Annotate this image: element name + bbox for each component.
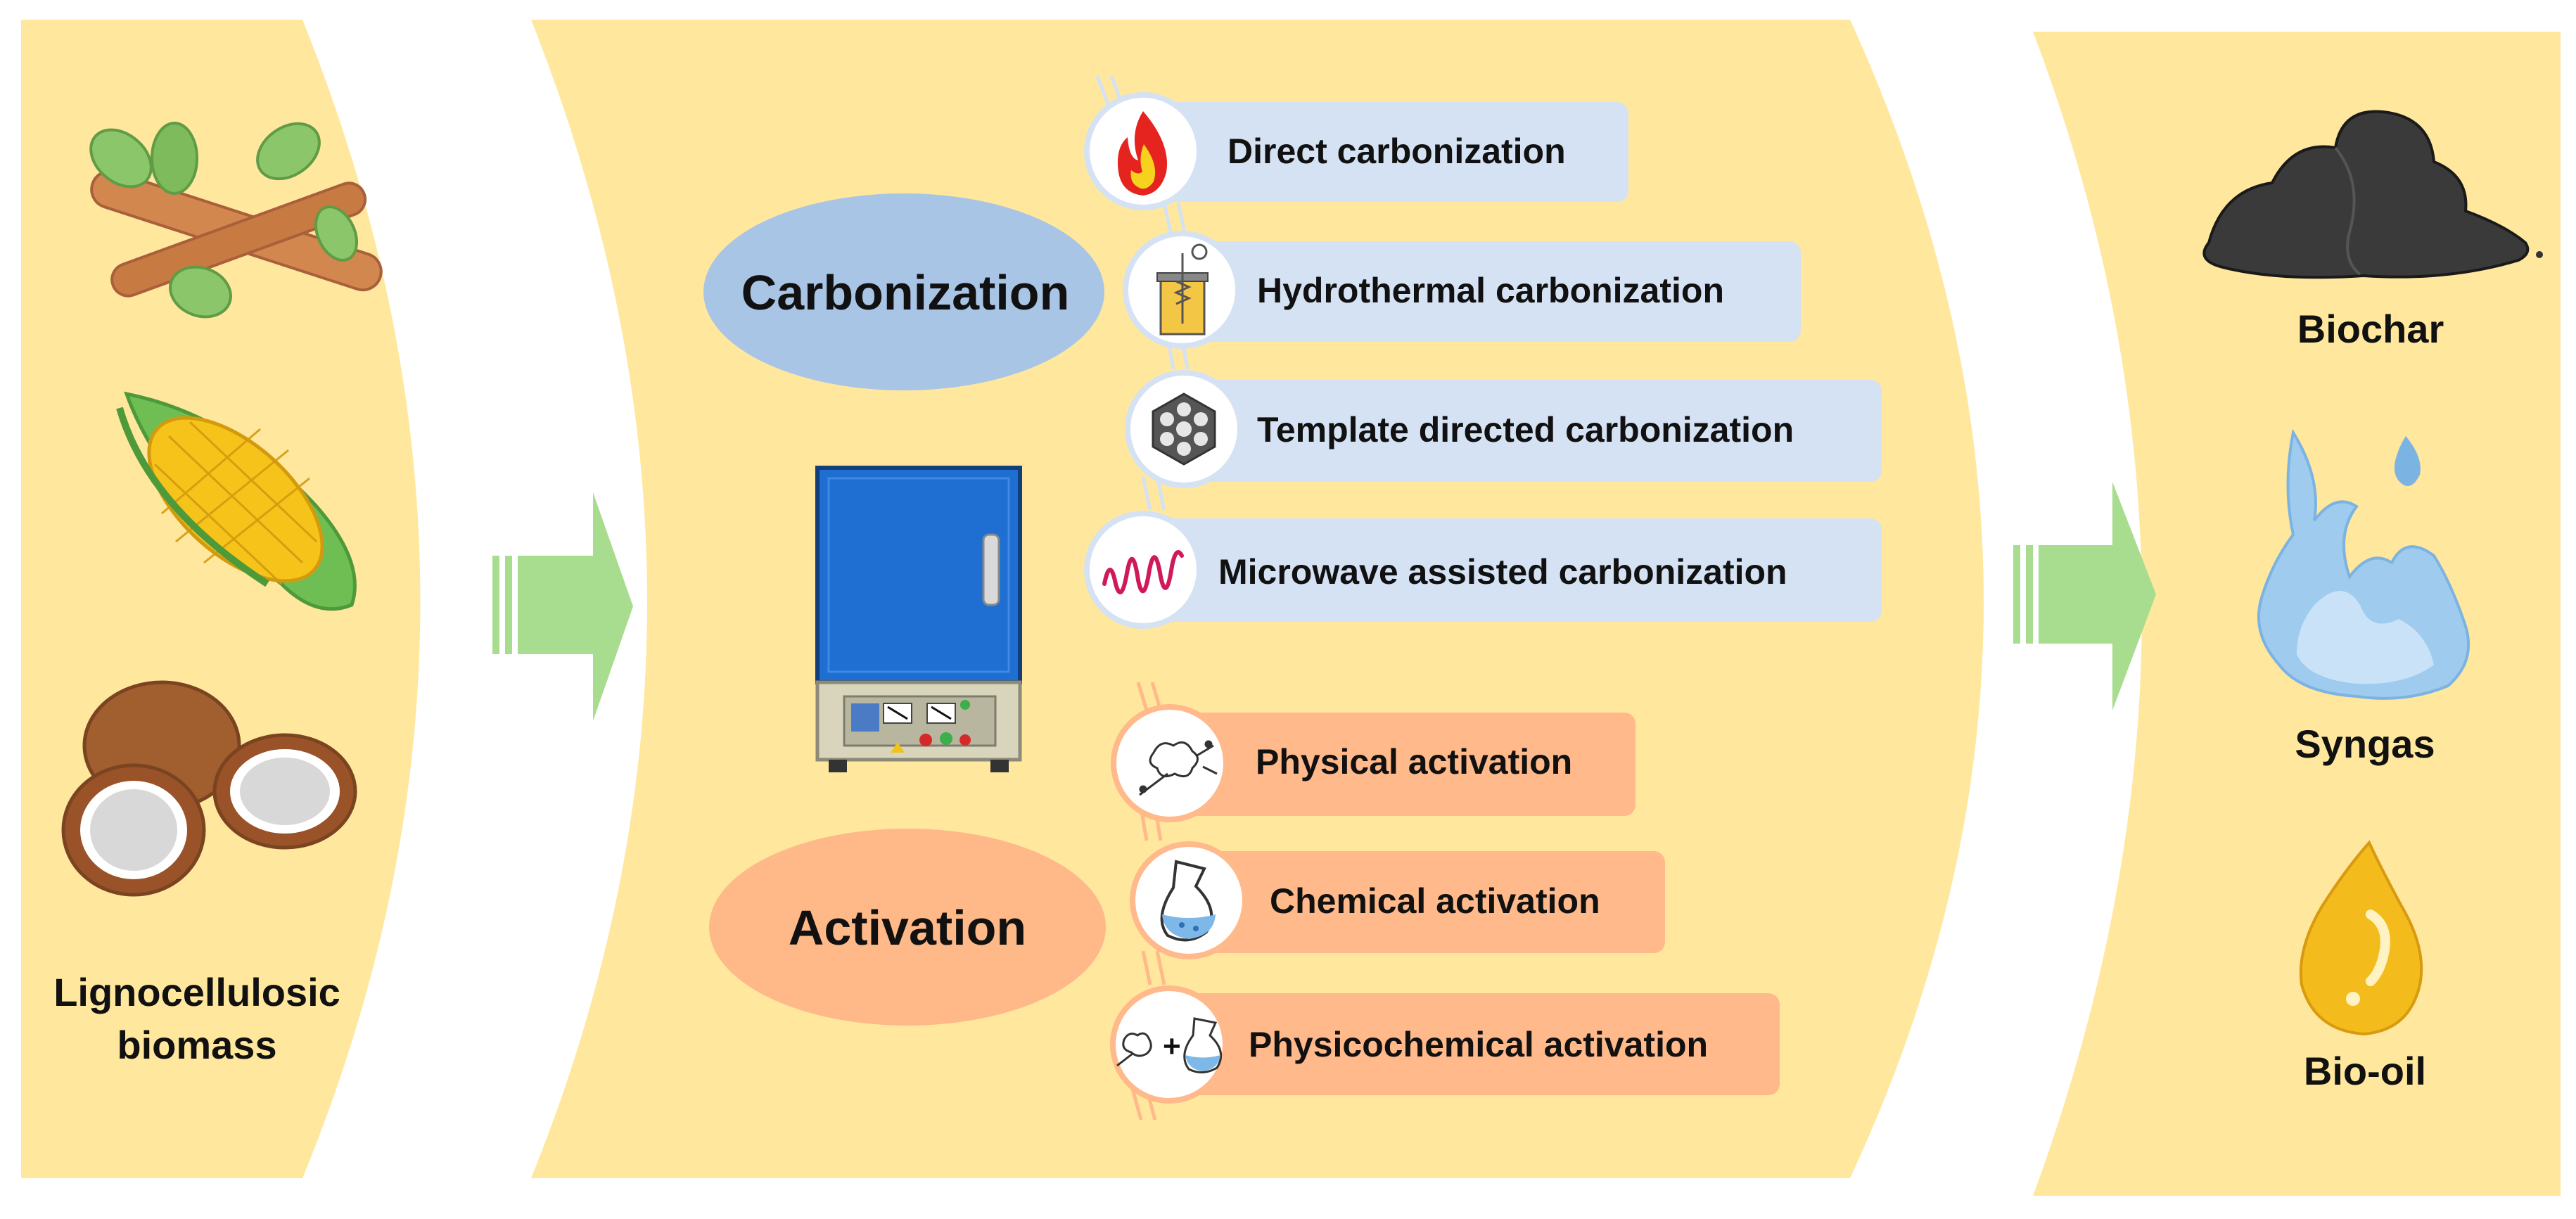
muffle-furnace-icon (815, 466, 1022, 772)
oil-drop-icon (2299, 840, 2423, 1036)
method-label: Direct carbonization (1228, 132, 1566, 171)
method-label: Hydrothermal carbonization (1257, 271, 1724, 310)
method-label: Microwave assisted carbonization (1218, 552, 1787, 592)
product-label-syngas: Syngas (2295, 722, 2435, 766)
flame-icon (1117, 111, 1168, 196)
method-label: Chemical activation (1270, 881, 1600, 921)
feedstock-label-line2: biomass (117, 1023, 276, 1067)
method-label: Physical activation (1256, 742, 1572, 781)
method-physicochemical-activation: + Physicochemical activation (1110, 985, 1780, 1104)
wood-branch-icon (89, 122, 383, 319)
product-label-bio-oil: Bio-oil (2304, 1049, 2426, 1093)
carbonization-connector (1095, 75, 1190, 511)
feedstock-label-line1: Lignocellulosic (53, 970, 340, 1014)
gas-steam-icon (1139, 740, 1218, 796)
method-microwave-assisted-carbonization: Microwave assisted carbonization (1084, 511, 1882, 629)
carbonization-title: Carbonization (741, 265, 1070, 320)
product-label-biochar: Biochar (2297, 307, 2444, 351)
method-label: Physicochemical activation (1249, 1025, 1708, 1064)
coconut-icon (61, 680, 357, 897)
method-label: Template directed carbonization (1257, 410, 1794, 449)
flask-icon (1160, 860, 1216, 942)
corn-icon (116, 391, 357, 611)
gas-plus-flask-icon: + (1116, 1017, 1223, 1073)
activation-oval (709, 829, 1106, 1026)
microwave-wave-icon (1102, 550, 1184, 594)
method-physical-activation: Physical activation (1111, 704, 1635, 822)
method-hydrothermal-carbonization: Hydrothermal carbonization (1123, 231, 1801, 349)
svg-text:+: + (1163, 1029, 1181, 1064)
method-direct-carbonization: Direct carbonization (1084, 92, 1628, 210)
porous-template-icon (1152, 392, 1216, 466)
activation-title: Activation (789, 900, 1026, 955)
blue-flame-icon (2257, 428, 2470, 700)
autoclave-reactor-icon (1156, 243, 1209, 336)
flow-arrow-right (2013, 482, 2156, 710)
carbonization-oval (703, 193, 1104, 390)
method-template-directed-carbonization: Template directed carbonization (1125, 370, 1882, 488)
flow-arrow-left (492, 492, 633, 721)
biochar-pile-icon (2202, 110, 2543, 279)
method-chemical-activation: Chemical activation (1130, 841, 1665, 959)
